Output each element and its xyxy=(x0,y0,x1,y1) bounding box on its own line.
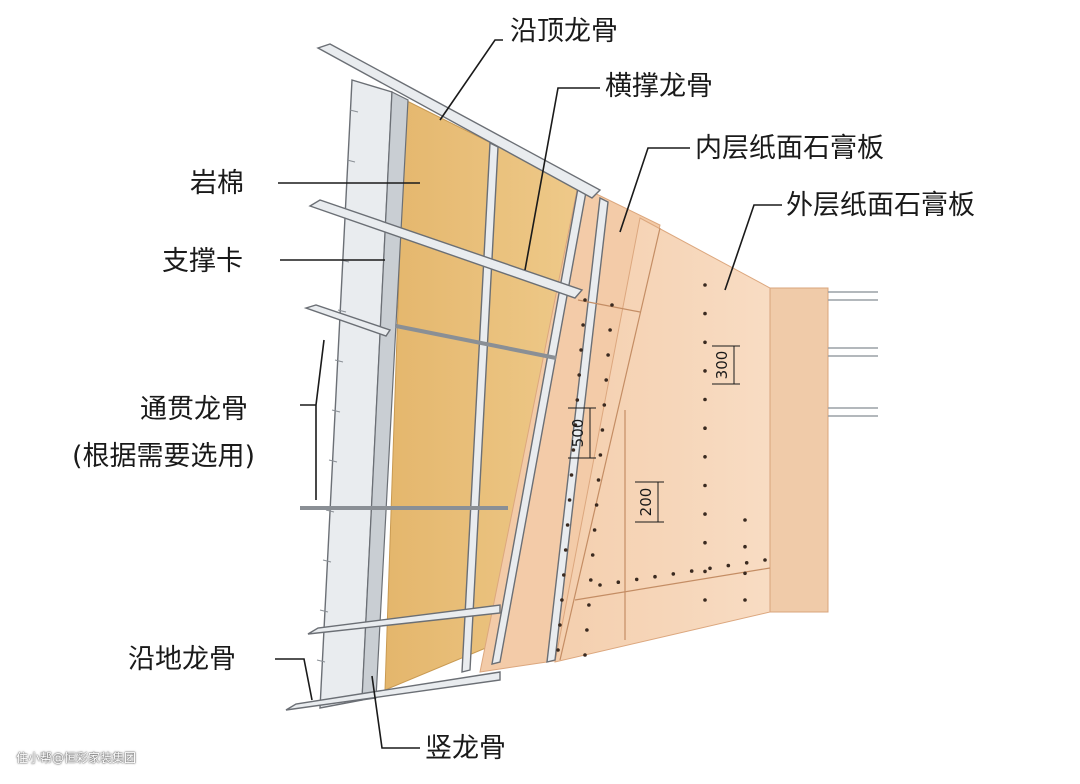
screw-dot xyxy=(590,553,595,557)
screw-dot xyxy=(598,583,602,587)
label-support-clip: 支撑卡 xyxy=(162,246,243,277)
dimension-200-label: 200 xyxy=(637,488,655,517)
screw-dot xyxy=(610,303,614,307)
screw-dot xyxy=(703,540,707,545)
screw-dot xyxy=(743,598,747,602)
leader-lines xyxy=(275,39,782,749)
screw-dot xyxy=(600,428,605,432)
screw-dot xyxy=(569,473,574,477)
dimension-500-label: 500 xyxy=(569,419,587,448)
screw-dot xyxy=(583,298,587,302)
screw-dot xyxy=(743,518,747,522)
screw-dot xyxy=(573,423,578,427)
screw-dot xyxy=(592,528,597,532)
screw-dot xyxy=(587,603,591,607)
label-through-channel-note: (根据需要选用) xyxy=(72,441,255,472)
screw-dot xyxy=(565,523,570,527)
dimension-500: 500 xyxy=(568,407,596,459)
through-channels xyxy=(300,304,557,510)
screw-dot xyxy=(703,340,707,345)
screw-dot xyxy=(703,426,707,431)
label-top-track: 沿顶龙骨 xyxy=(510,16,618,47)
dimension-300-label: 300 xyxy=(713,351,731,380)
screw-dot xyxy=(703,369,707,373)
board-seam-lines xyxy=(559,227,771,661)
top-track xyxy=(316,43,602,199)
screw-dot xyxy=(589,578,593,582)
adjoining-wall xyxy=(769,287,829,613)
screw-dot xyxy=(703,397,707,402)
screw-dot xyxy=(743,544,747,549)
label-floor-track: 沿地龙骨 xyxy=(128,644,236,675)
label-rock-wool: 岩棉 xyxy=(190,168,244,199)
label-cross-brace: 横撑龙骨 xyxy=(605,71,713,102)
screw-dot xyxy=(703,455,707,459)
screw-dot xyxy=(763,558,767,562)
dimension-300: 300 xyxy=(712,345,740,385)
screw-dot xyxy=(744,561,749,565)
screw-dot xyxy=(577,373,581,377)
screw-dot xyxy=(583,653,587,657)
screw-dot xyxy=(703,512,707,516)
screw-dot xyxy=(703,283,707,287)
screw-dot xyxy=(703,483,707,488)
rear-column-ticks xyxy=(316,109,359,663)
label-vertical-stud: 竖龙骨 xyxy=(425,733,506,764)
watermark: 住小帮@恒彩家装集团 xyxy=(16,751,137,765)
screw-dot xyxy=(671,572,676,576)
screw-dot xyxy=(708,566,712,571)
screw-dot xyxy=(567,498,572,502)
screw-dot xyxy=(726,563,731,568)
screw-dot xyxy=(579,348,583,352)
cross-brace-lower xyxy=(307,604,501,635)
screw-dot xyxy=(616,580,621,584)
label-through-channel: 通贯龙骨 xyxy=(140,394,248,425)
screw-dot xyxy=(634,577,639,582)
screw-dot xyxy=(594,503,599,507)
cross-brace-upper xyxy=(308,199,584,299)
screw-dot xyxy=(689,569,694,573)
label-inner-gypsum-board: 内层纸面石膏板 xyxy=(695,133,884,164)
screw-dot xyxy=(558,623,562,627)
screw-dot xyxy=(571,448,576,452)
screw-dot xyxy=(608,328,612,332)
screw-dot xyxy=(743,571,747,576)
screw-dot xyxy=(598,453,603,457)
screw-dot xyxy=(560,598,564,602)
screw-dot xyxy=(703,311,707,316)
label-outer-gypsum-board: 外层纸面石膏板 xyxy=(786,190,975,221)
screw-dot xyxy=(602,403,607,407)
screw-dot xyxy=(563,548,568,552)
screw-dot xyxy=(653,574,657,579)
screw-dot xyxy=(606,353,610,357)
screw-dot xyxy=(596,478,601,482)
screw-dot xyxy=(585,628,589,632)
floor-track xyxy=(285,671,501,711)
board-screws xyxy=(556,283,767,657)
screw-dot xyxy=(562,573,566,577)
screw-dot xyxy=(575,398,580,402)
screw-dot xyxy=(703,569,707,574)
dimension-200: 200 xyxy=(635,481,664,523)
wall-ledges xyxy=(828,291,878,417)
screw-dot xyxy=(703,598,707,602)
screw-dot xyxy=(604,378,608,382)
screw-dot xyxy=(556,648,560,652)
screw-dot xyxy=(581,323,585,327)
vertical-studs xyxy=(461,141,609,673)
